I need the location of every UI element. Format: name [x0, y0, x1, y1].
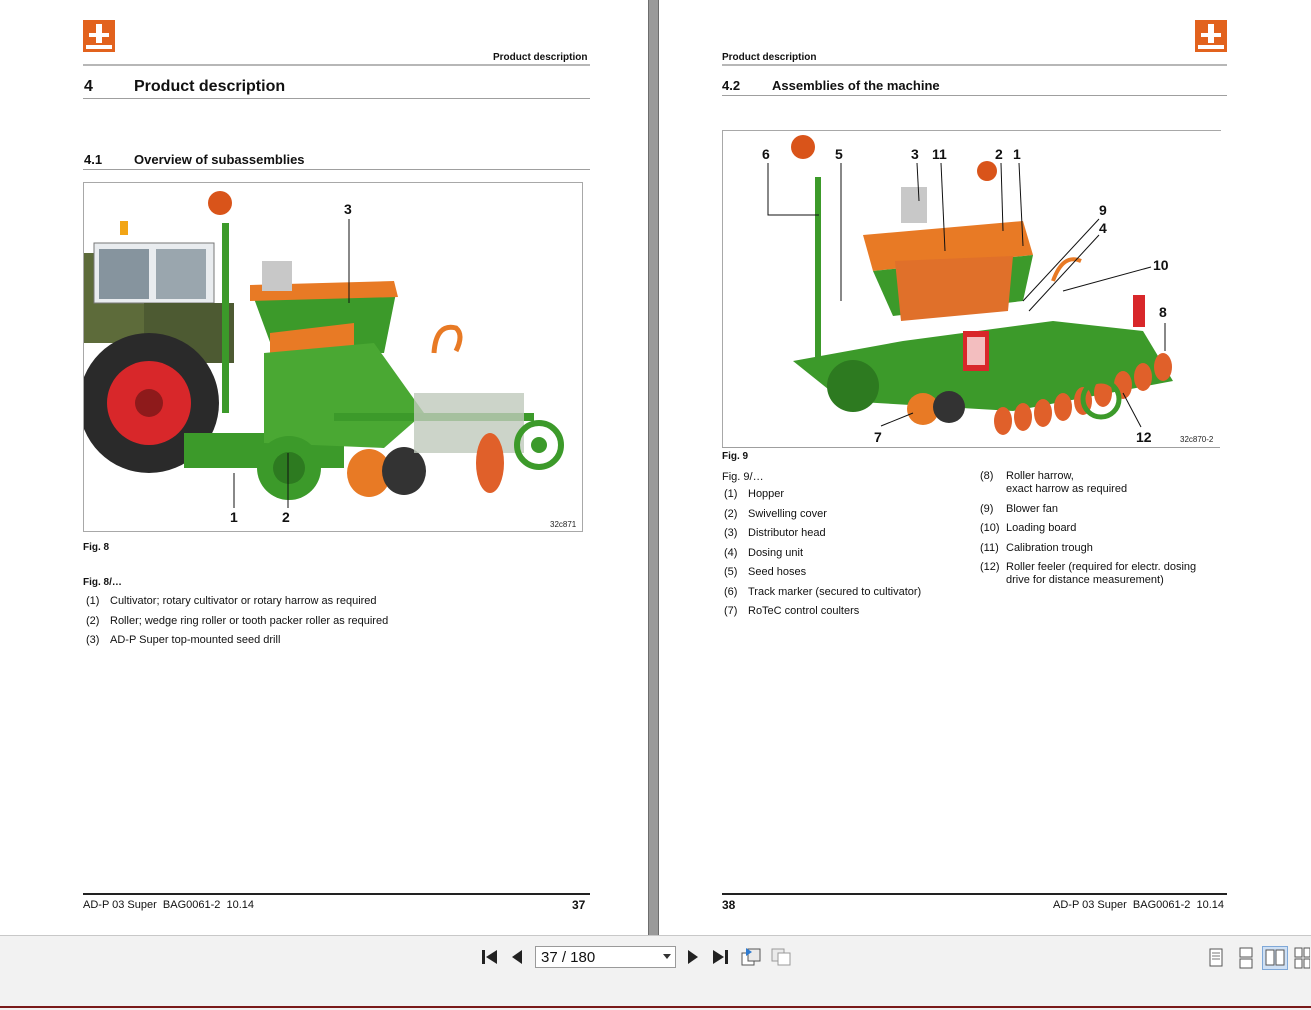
- prev-page-icon: [512, 950, 522, 964]
- section-title: Overview of subassemblies: [134, 152, 305, 167]
- running-header: Product description: [722, 52, 817, 63]
- page-37: Product description 4 Product descriptio…: [0, 0, 648, 935]
- two-page-continuous-view-icon: [1294, 947, 1311, 969]
- chapter-number: 4: [84, 78, 93, 95]
- seed-drill-assemblies-illustration: [767, 135, 1173, 435]
- callout-10: 10: [1153, 257, 1169, 273]
- legend-item: (12)Roller feeler (required for electr. …: [980, 561, 1197, 586]
- previous-page-button[interactable]: [506, 946, 528, 968]
- footer-rule: [722, 893, 1227, 895]
- amazone-logo-icon: [83, 20, 115, 52]
- legend-item: (2)Roller; wedge ring roller or tooth pa…: [86, 614, 389, 627]
- callout-2: 2: [282, 509, 290, 525]
- figure-caption: Fig. 9: [722, 451, 749, 462]
- callout-6: 6: [762, 146, 770, 162]
- section-number: 4.1: [84, 152, 103, 167]
- next-page-icon: [688, 950, 698, 964]
- header-rule: [83, 64, 590, 66]
- figure-bottom-rule: [722, 447, 1220, 448]
- continuous-view-icon: [1239, 947, 1253, 969]
- legend-item: (6)Track marker (secured to cultivator): [724, 585, 922, 598]
- legend-item: (10)Loading board: [980, 522, 1077, 534]
- callout-4: 4: [1099, 220, 1107, 236]
- callout-5: 5: [835, 146, 843, 162]
- next-page-button[interactable]: [682, 946, 704, 968]
- legend-item: (5)Seed hoses: [724, 566, 807, 578]
- figure-caption: Fig. 8: [83, 542, 110, 553]
- page-number-select[interactable]: 37 / 180: [535, 946, 676, 968]
- callout-8: 8: [1159, 304, 1167, 320]
- legend-item: (8)Roller harrow,exact harrow as require…: [980, 470, 1128, 495]
- footer-doc-id: AD-P 03 Super BAG0061-2 10.14: [1053, 899, 1225, 911]
- page-number: 38: [722, 898, 736, 912]
- legend-item: (3)Distributor head: [724, 527, 826, 539]
- footer-doc-id: AD-P 03 Super BAG0061-2 10.14: [83, 899, 255, 911]
- two-page-view-button[interactable]: [1262, 946, 1288, 970]
- first-page-icon: [482, 950, 497, 964]
- callout-3: 3: [911, 146, 919, 162]
- section-rule: [722, 95, 1227, 96]
- legend-item: (4)Dosing unit: [724, 546, 804, 559]
- legend-item: (1)Cultivator; rotary cultivator or rota…: [86, 595, 377, 607]
- running-header: Product description: [493, 52, 588, 63]
- amazone-logo-icon: [1195, 20, 1227, 52]
- legend-intro: Fig. 8/…: [83, 577, 122, 588]
- seed-drill-with-tractor-illustration: [84, 191, 564, 508]
- single-page-view-icon: [1209, 948, 1223, 967]
- legend-item: (7)RoTeC control coulters: [724, 605, 860, 617]
- window-bottom-border: [0, 1006, 1311, 1008]
- callout-7: 7: [874, 429, 882, 445]
- legend-item: (2)Swivelling cover: [724, 507, 827, 520]
- first-page-button[interactable]: [478, 946, 502, 968]
- footer-rule: [83, 893, 590, 895]
- legend-list-left: (1)Hopper (2)Swivelling cover (3)Distrib…: [724, 485, 984, 622]
- page-38: Product description 4.2 Assemblies of th…: [659, 0, 1311, 935]
- figure-code: 32c871: [550, 520, 577, 529]
- continuous-view-button[interactable]: [1233, 946, 1259, 970]
- two-page-view-icon: [1265, 949, 1285, 966]
- legend-list-right: (8)Roller harrow,exact harrow as require…: [980, 470, 1230, 594]
- single-page-view-button[interactable]: [1203, 946, 1229, 970]
- document-viewer[interactable]: Product description 4 Product descriptio…: [0, 0, 1311, 935]
- figure-9-frame: 6 5 3 11 2 1 9 4 10 8 7 12 32c870-2: [722, 130, 1221, 448]
- header-rule: [722, 64, 1227, 66]
- forward-view-icon: [771, 948, 791, 966]
- chapter-title: Product description: [134, 78, 286, 95]
- legend-item: (11)Calibration trough: [980, 541, 1093, 554]
- chapter-rule: [83, 98, 590, 99]
- section-rule: [83, 169, 590, 170]
- callout-2: 2: [995, 146, 1003, 162]
- figure-code: 32c870-2: [1180, 435, 1214, 444]
- dropdown-arrow-icon: [663, 954, 671, 959]
- last-page-button[interactable]: [708, 946, 732, 968]
- figure-8-frame: 3 1 2 32c871: [83, 182, 583, 532]
- legend-item: (9)Blower fan: [980, 502, 1058, 515]
- section-number: 4.2: [722, 78, 741, 93]
- legend-item: (3)AD-P Super top-mounted seed drill: [86, 634, 281, 646]
- callout-1: 1: [1013, 146, 1021, 162]
- callout-3: 3: [344, 201, 352, 217]
- page-number: 37: [572, 898, 586, 912]
- legend-list: (1)Cultivator; rotary cultivator or rota…: [86, 592, 586, 651]
- page-indicator: 37 / 180: [541, 948, 596, 966]
- callout-9: 9: [1099, 202, 1107, 218]
- page-gutter: [648, 0, 659, 935]
- callout-12: 12: [1136, 429, 1152, 445]
- back-view-button[interactable]: [738, 946, 764, 968]
- last-page-icon: [713, 950, 728, 964]
- callout-11: 11: [932, 146, 947, 162]
- legend-item: (1)Hopper: [724, 488, 785, 500]
- forward-view-button[interactable]: [768, 946, 794, 968]
- section-title: Assemblies of the machine: [772, 78, 940, 93]
- callout-1: 1: [230, 509, 238, 525]
- back-view-icon: [741, 948, 761, 966]
- legend-intro: Fig. 9/…: [722, 471, 764, 483]
- two-page-continuous-view-button[interactable]: [1291, 946, 1311, 970]
- navigation-toolbar: 37 / 180: [0, 935, 1311, 1010]
